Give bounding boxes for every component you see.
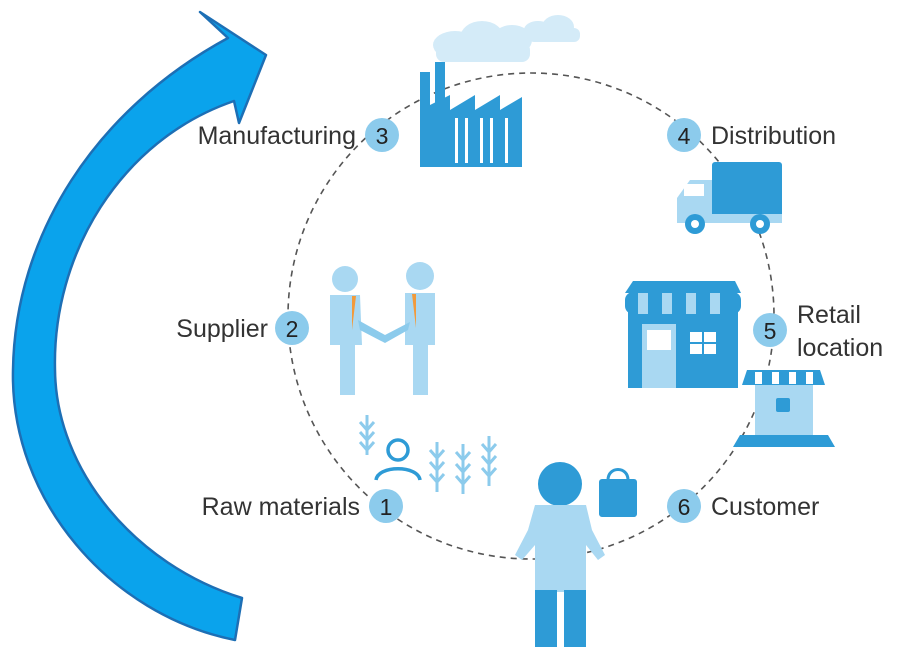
delivery-truck-icon [677,162,782,234]
farmer-icon [374,438,422,481]
stage-badge-5: 5 [753,313,787,347]
factory-icon [420,62,522,167]
stage-label-customer: Customer [711,493,819,521]
stage-badge-4: 4 [667,118,701,152]
stage-label-manufacturing: Manufacturing [198,122,356,150]
stage-label-distribution: Distribution [711,122,836,150]
stage-label-supplier: Supplier [176,315,268,343]
stage-number: 5 [764,318,777,344]
stage-label-raw-materials: Raw materials [202,493,360,521]
stage-badge-1: 1 [369,489,403,523]
stage-number: 6 [678,494,691,520]
customer-person-icon [515,462,605,647]
wheat-icon [358,415,498,494]
laptop-shop-icon [733,370,835,447]
shopping-bag-icon [599,468,637,517]
stage-badge-2: 2 [275,311,309,345]
cycle-arrow-icon [11,10,268,642]
stage-number: 1 [380,494,393,520]
stage-number: 3 [376,123,389,149]
stage-number: 4 [678,123,691,149]
stage-badge-6: 6 [667,489,701,523]
handshake-icon [330,262,435,395]
stage-badge-3: 3 [365,118,399,152]
stage-number: 2 [286,316,299,342]
storefront-icon [625,281,741,388]
stage-label-retail-line2: location [797,334,883,362]
cloud-icon [433,15,580,62]
stage-label-retail-line1: Retail [797,301,861,329]
